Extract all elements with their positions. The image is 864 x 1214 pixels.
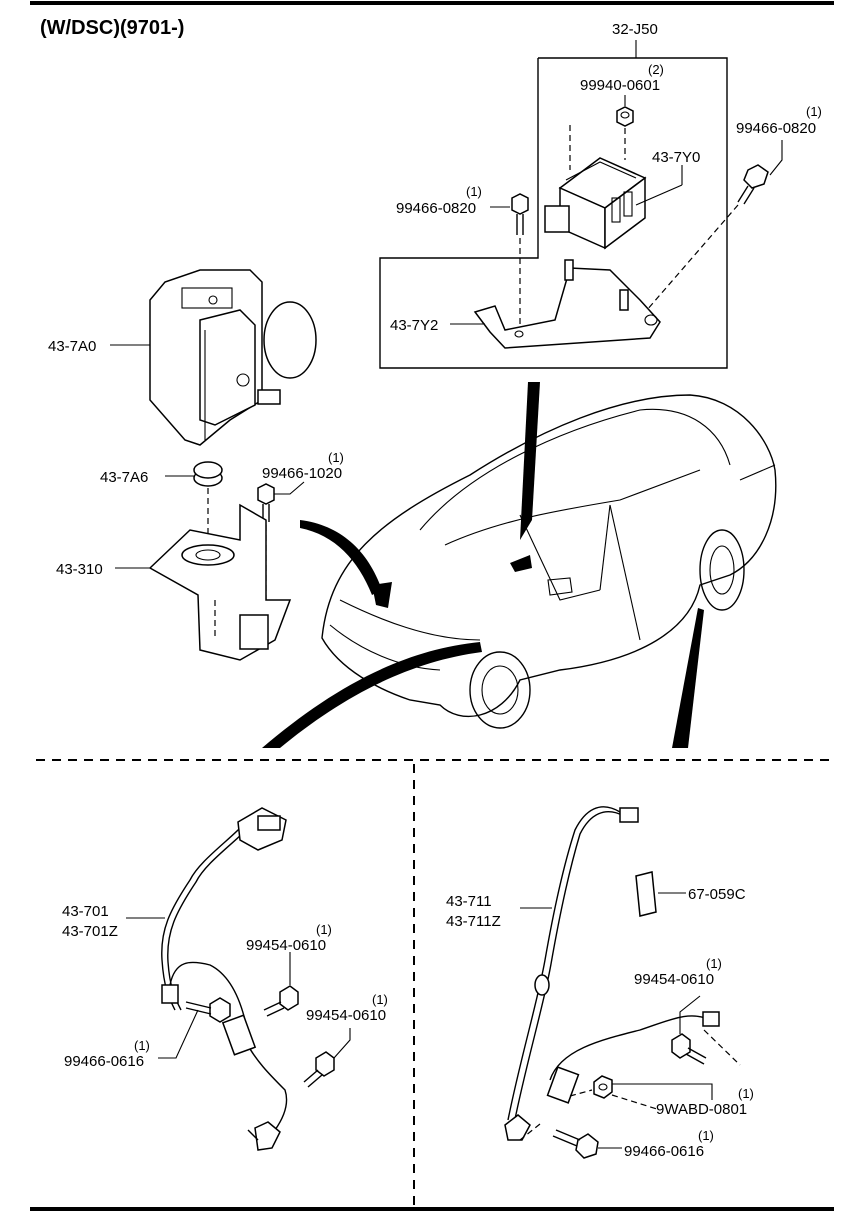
nut-99940-icon	[616, 95, 634, 127]
label-tag-icon	[635, 871, 657, 917]
nut-top-qty: (2)	[648, 62, 664, 77]
pointer-to-front-sensor	[262, 642, 482, 748]
bolt-left-part: 99466-0820	[396, 200, 476, 217]
rear-nut-part: 9WABD-0801	[656, 1101, 747, 1118]
vehicle-outline-icon	[321, 394, 777, 729]
front-bolt-a-part: 99454-0610	[246, 937, 326, 954]
bracket-unit-label: 43-310	[56, 561, 103, 578]
insulator-label: 43-7A6	[100, 469, 148, 486]
rear-wheel-sensor-icon	[504, 806, 720, 1141]
pointer-to-hydraulic-unit	[300, 520, 382, 595]
rear-sensor-part: 43-711	[446, 893, 492, 910]
pointer-to-rear-sensor	[672, 608, 704, 748]
bolt-99466-right-icon	[639, 164, 769, 319]
bolt-right-part: 99466-0820	[736, 120, 816, 137]
front-sensor-part: 43-701	[62, 903, 109, 920]
bolt-99466-front-c-icon	[185, 997, 231, 1023]
pointer-arrows	[262, 382, 704, 748]
header-title: (W/DSC)(9701-)	[40, 17, 184, 39]
sensor-kit-box: 32-J50	[379, 21, 728, 369]
front-bolt-a-qty: (1)	[316, 922, 332, 937]
sensor-bracket-icon	[473, 259, 661, 349]
bolt-left-qty: (1)	[466, 184, 482, 199]
insulator-icon	[193, 461, 223, 487]
nut-top-part: 99940-0601	[580, 77, 660, 94]
bolt-right-qty: (1)	[806, 104, 822, 119]
nut-9wabd-icon	[569, 1075, 661, 1111]
bolt-99454-front-a-icon	[263, 985, 299, 1017]
sensor-label: 43-7Y0	[652, 149, 700, 166]
front-sensor-part-alt: 43-701Z	[62, 923, 118, 940]
hydraulic-unit-label: 43-7A0	[48, 338, 96, 355]
label-part: 67-059C	[688, 886, 746, 903]
bracket-sensor-label: 43-7Y2	[390, 317, 438, 334]
bolt-99454-front-b-icon	[303, 1051, 335, 1088]
front-wheel-sensor-icon	[161, 807, 288, 1151]
rear-nut-qty: (1)	[738, 1086, 754, 1101]
pointer-to-sensor-kit	[520, 382, 540, 540]
bolt-unit-part: 99466-1020	[262, 465, 342, 482]
bolt-99454-rear-a-icon	[671, 1029, 741, 1066]
unit-bracket-icon	[148, 488, 292, 661]
front-bolt-b-qty: (1)	[372, 992, 388, 1007]
front-bolt-b-part: 99454-0610	[306, 1007, 386, 1024]
kit-label: 32-J50	[612, 21, 658, 38]
hydraulic-unit-icon	[149, 269, 317, 446]
front-bolt-c-qty: (1)	[134, 1038, 150, 1053]
bolt-99466-rear-b-icon	[519, 1123, 599, 1159]
rear-bolt-a-part: 99454-0610	[634, 971, 714, 988]
yaw-rate-sensor-icon	[544, 125, 647, 250]
rear-bolt-b-qty: (1)	[698, 1128, 714, 1143]
bolt-unit-qty: (1)	[328, 450, 344, 465]
bolt-99466-left-icon	[511, 193, 529, 330]
rear-bolt-a-qty: (1)	[706, 956, 722, 971]
rear-sensor-part-alt: 43-711Z	[446, 913, 501, 930]
front-bolt-c-part: 99466-0616	[64, 1053, 144, 1070]
rear-bolt-b-part: 99466-0616	[624, 1143, 704, 1160]
